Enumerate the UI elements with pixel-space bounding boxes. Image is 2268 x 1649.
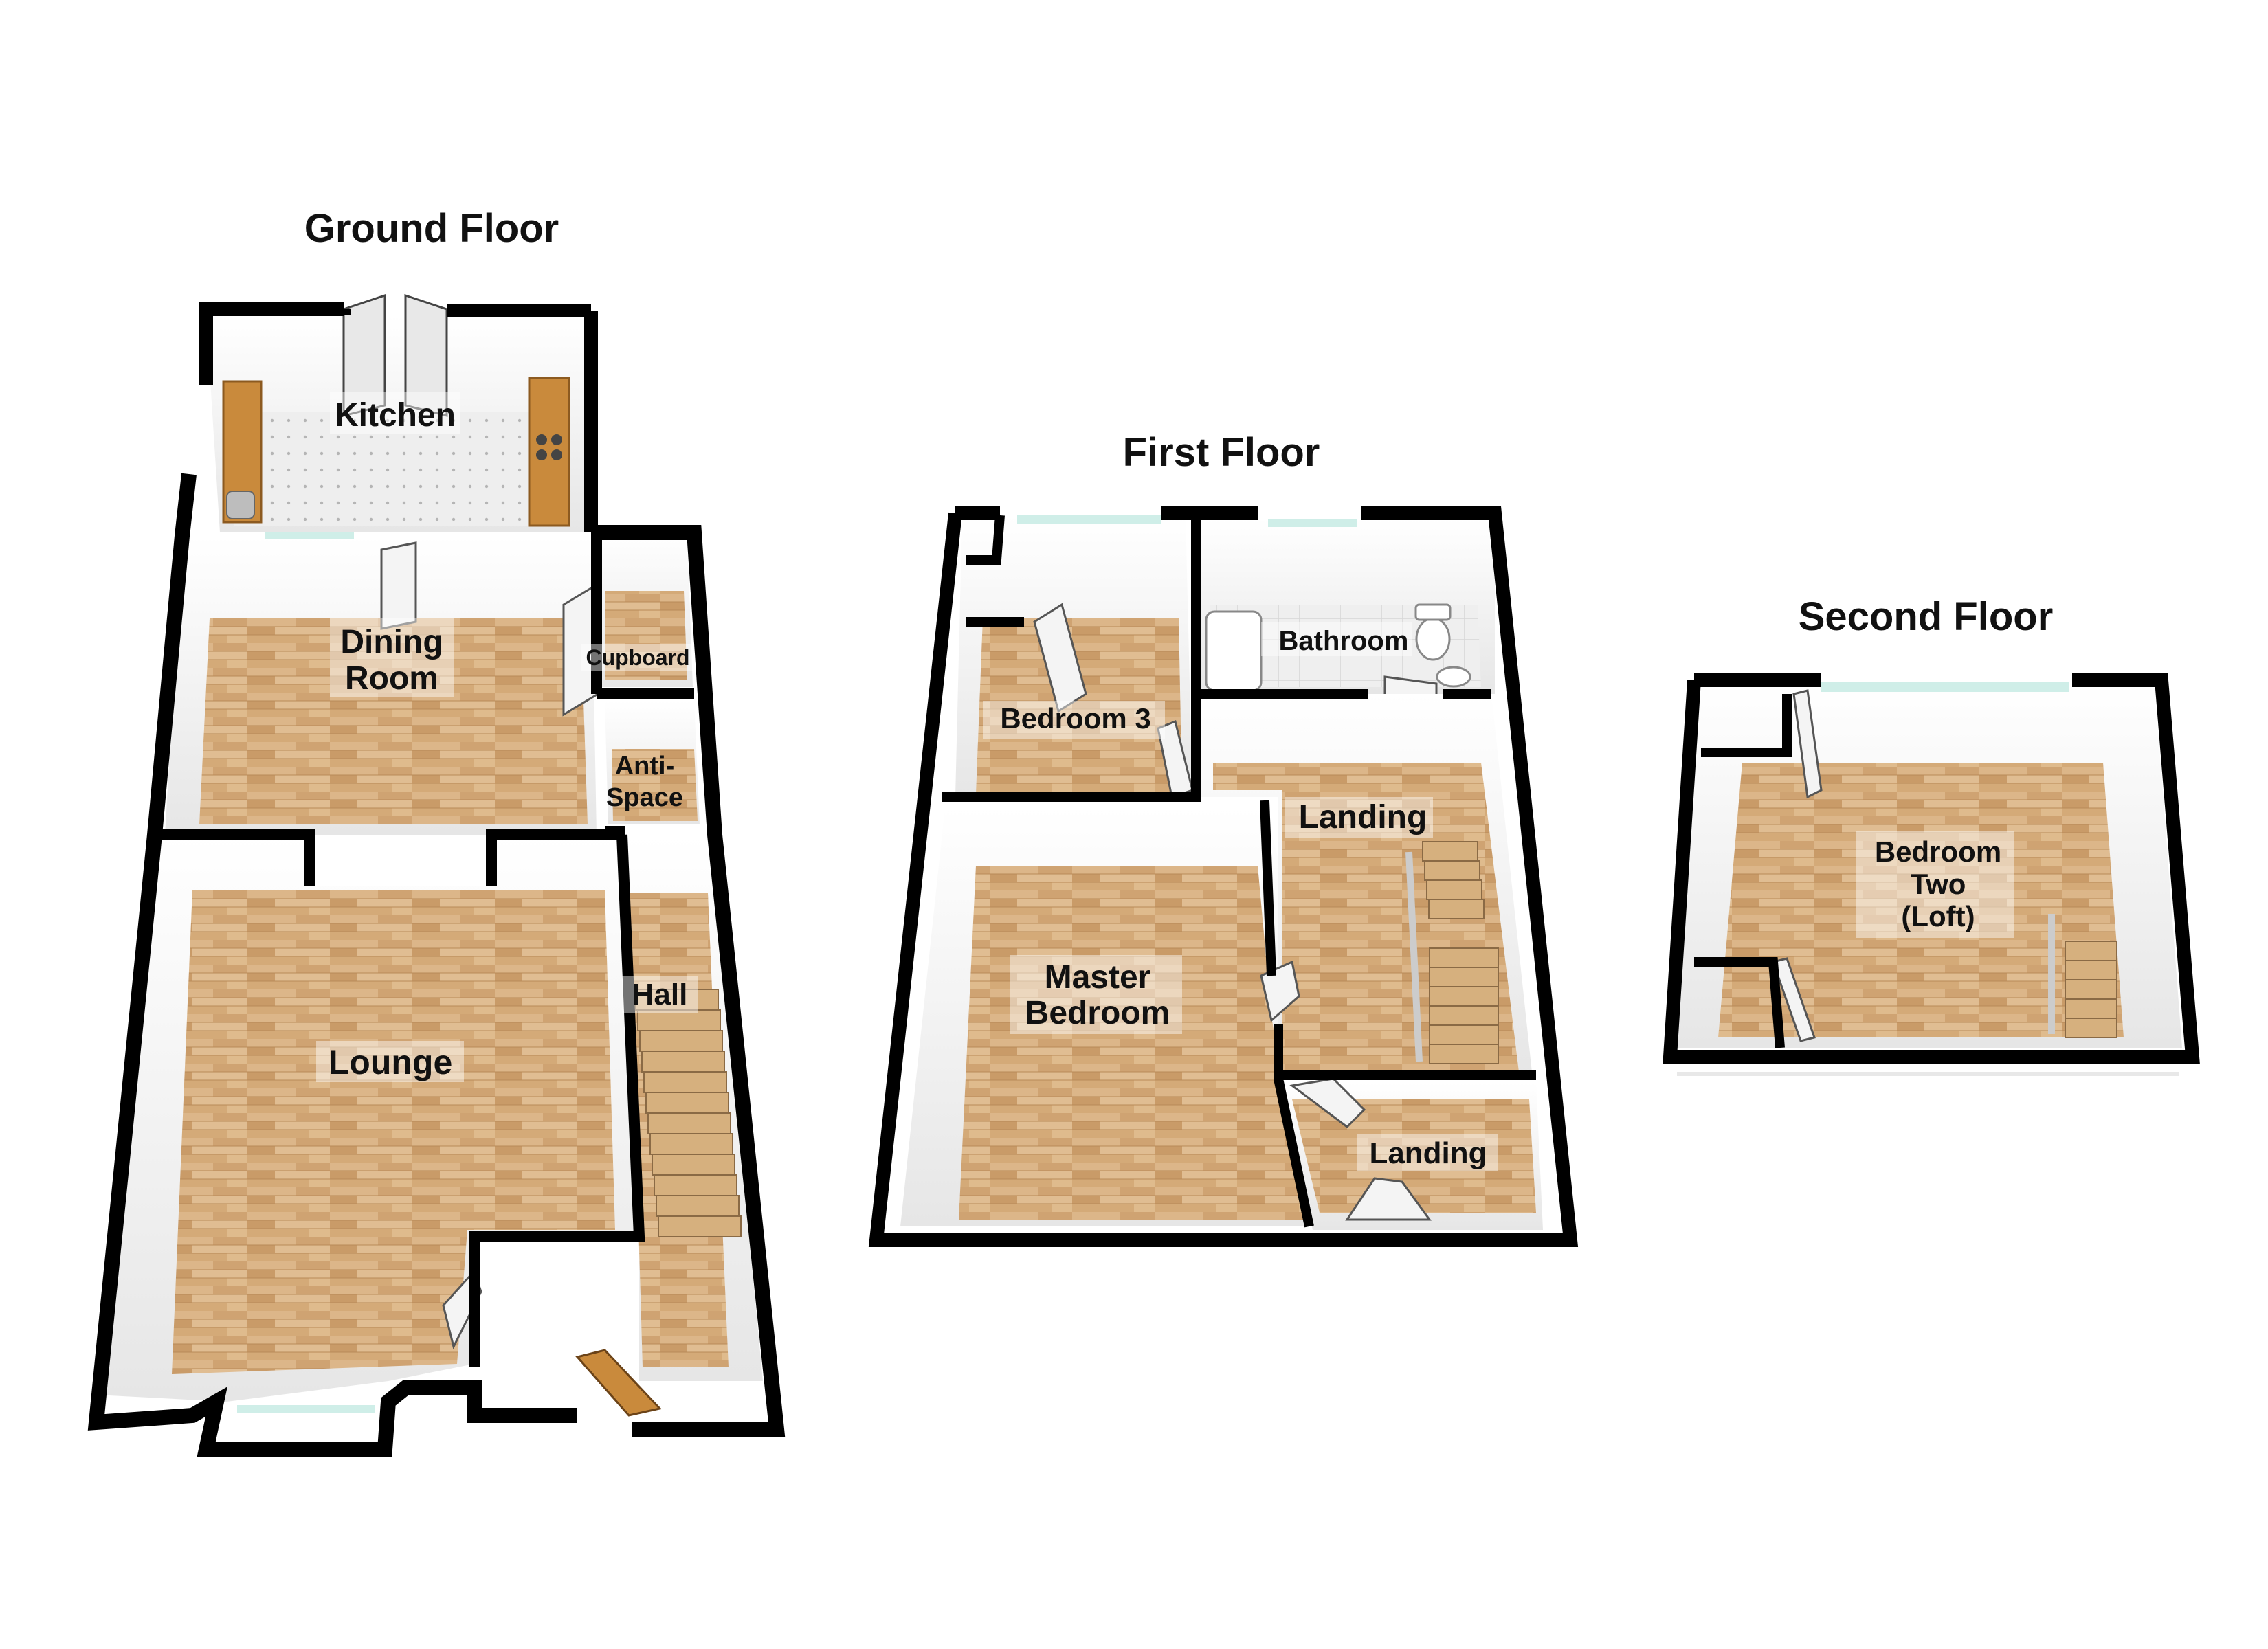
kitchen-sink [226,491,255,519]
master-bedroom-label-line2: Bedroom [1025,995,1170,1031]
dining-room-window [265,532,354,539]
hall-label: Hall [632,978,688,1011]
dining-door-icon [380,541,417,630]
landing-lower-room [1282,1077,1543,1230]
landing-lower-cupboard-door [1345,1177,1432,1221]
bedroom-two-label-line3: (Loft) [1901,900,1975,932]
kitchen-label: Kitchen [335,397,456,434]
second-outer-walls [1663,673,2200,1064]
front-door-icon [575,1349,662,1417]
dining-room [165,532,599,835]
loft-cupboard-door-icon [1772,957,1816,1042]
basin-icon [1436,666,1471,688]
ground-floor [87,293,786,1457]
kitchen-room [199,293,598,532]
master-bedroom-room [900,807,1313,1226]
lounge-label: Lounge [329,1043,453,1081]
bedroom-two-label-line1: Bedroom [1875,835,2001,868]
stairs-first [1422,841,1499,1064]
bedroom-two-label-line2: Two [1911,868,1966,900]
bath-tub [1205,610,1263,692]
loft-door-icon [1792,689,1823,799]
bathroom-label: Bathroom [1279,626,1409,656]
bay-window [237,1405,375,1413]
landing-door-icon [1289,1077,1366,1128]
first-outer-walls [868,506,1579,1247]
cupboard-room [597,532,693,687]
dining-room-label-line2: Room [345,660,438,697]
stairs-ground [635,989,742,1237]
first-inner-walls [942,515,1536,1228]
room-labels: Kitchen Dining Room Cupboard Anti- Space… [316,392,2014,1171]
bedroom-3-window [1017,515,1161,524]
loft-window [1821,682,2069,692]
anti-space-label-line2: Space [606,783,683,812]
landing-lower-label: Landing [1369,1136,1487,1170]
hob-icon [536,434,562,460]
stair-banister [1405,851,1423,1062]
french-doors-icon [342,293,448,417]
cupboard-label: Cupboard [586,645,689,670]
anti-space-label-line1: Anti- [615,752,675,781]
ground-floor-title: Ground Floor [304,206,559,251]
bedroom-3-wardrobe-door [1033,603,1087,713]
landing-upper-label: Landing [1299,799,1427,835]
first-floor-title: First Floor [1123,430,1320,475]
second-floor [1663,673,2200,1076]
bedroom-3-room [955,515,1194,798]
first-floor [868,506,1579,1247]
master-bedroom-label-line1: Master [1045,959,1151,996]
second-inner-walls [1694,694,1792,1048]
bedroom-3-label: Bedroom 3 [1000,702,1150,734]
second-floor-title: Second Floor [1799,594,2054,639]
ground-inner-walls [155,532,694,1367]
bathroom-window [1268,519,1357,527]
anti-space-room [605,701,700,824]
toilet-icon [1414,603,1452,661]
loft-floor-shadow [1677,1072,2179,1076]
hall-room [575,835,763,1417]
bedroom-two-loft-room [1677,682,2182,1048]
dining-room-label-line1: Dining [340,624,443,660]
kitchen-worktop-right [528,377,570,527]
lounge-room [96,835,639,1402]
stairs-second [2065,941,2117,1038]
master-bedroom-door-icon [1260,960,1300,1022]
